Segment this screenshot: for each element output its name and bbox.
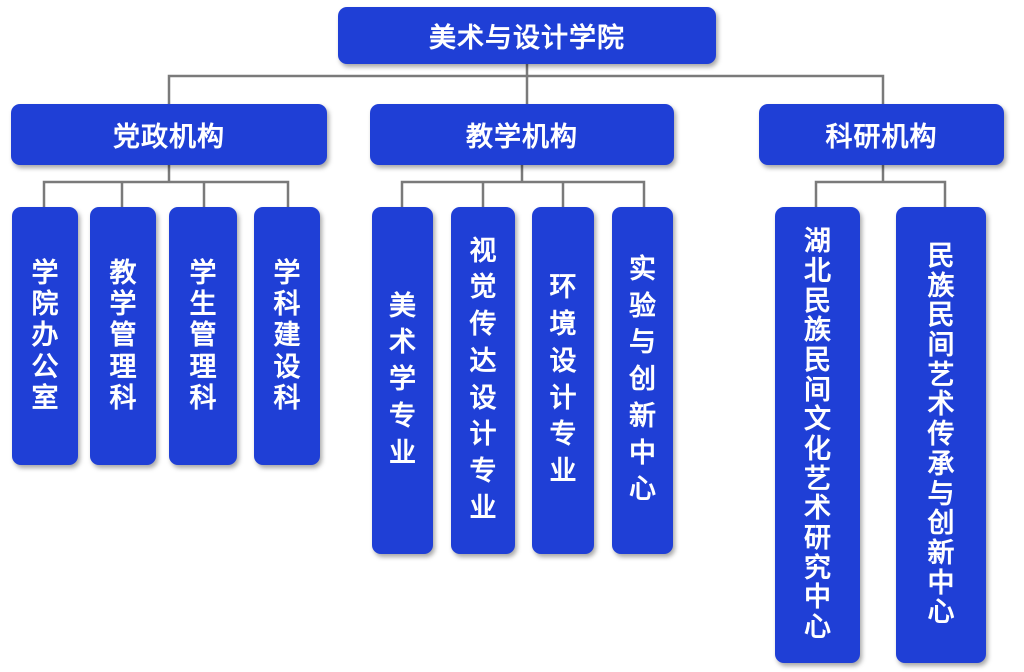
root-node: 美术与设计学院 [338,7,716,64]
group-node-label: 党政机构 [113,122,225,153]
leaf-node: 环境设计专业 [532,207,594,554]
leaf-node-label: 湖北民族民间文化艺术研究中心 [804,226,831,644]
leaf-node: 美术学专业 [372,207,433,554]
group-node-research: 科研机构 [759,104,1004,165]
group-node-party-admin: 党政机构 [11,104,327,165]
leaf-node-label: 环境设计专业 [549,272,577,487]
leaf-node-label: 学科建设科 [273,257,301,414]
leaf-node: 实验与创新中心 [612,207,673,554]
leaf-node: 学院办公室 [12,207,78,465]
leaf-node: 民族民间艺术传承与创新中心 [896,207,986,663]
leaf-node-label: 学院办公室 [31,257,59,414]
group-node-teaching: 教学机构 [370,104,674,165]
leaf-node-label: 实验与创新中心 [629,253,656,506]
group-node-label: 科研机构 [825,122,938,153]
leaf-node-label: 美术学专业 [389,290,416,469]
leaf-node-label: 教学管理科 [109,257,137,414]
leaf-node: 教学管理科 [90,207,156,465]
leaf-node-label: 学生管理科 [189,257,217,414]
leaf-node: 湖北民族民间文化艺术研究中心 [775,207,860,663]
leaf-node-label: 视觉传达设计专业 [469,235,497,524]
root-node-label: 美术与设计学院 [429,23,625,54]
group-node-label: 教学机构 [466,122,578,153]
leaf-node-label: 民族民间艺术传承与创新中心 [927,241,955,629]
leaf-node: 学科建设科 [254,207,320,465]
leaf-node: 视觉传达设计专业 [451,207,515,554]
leaf-node: 学生管理科 [169,207,237,465]
